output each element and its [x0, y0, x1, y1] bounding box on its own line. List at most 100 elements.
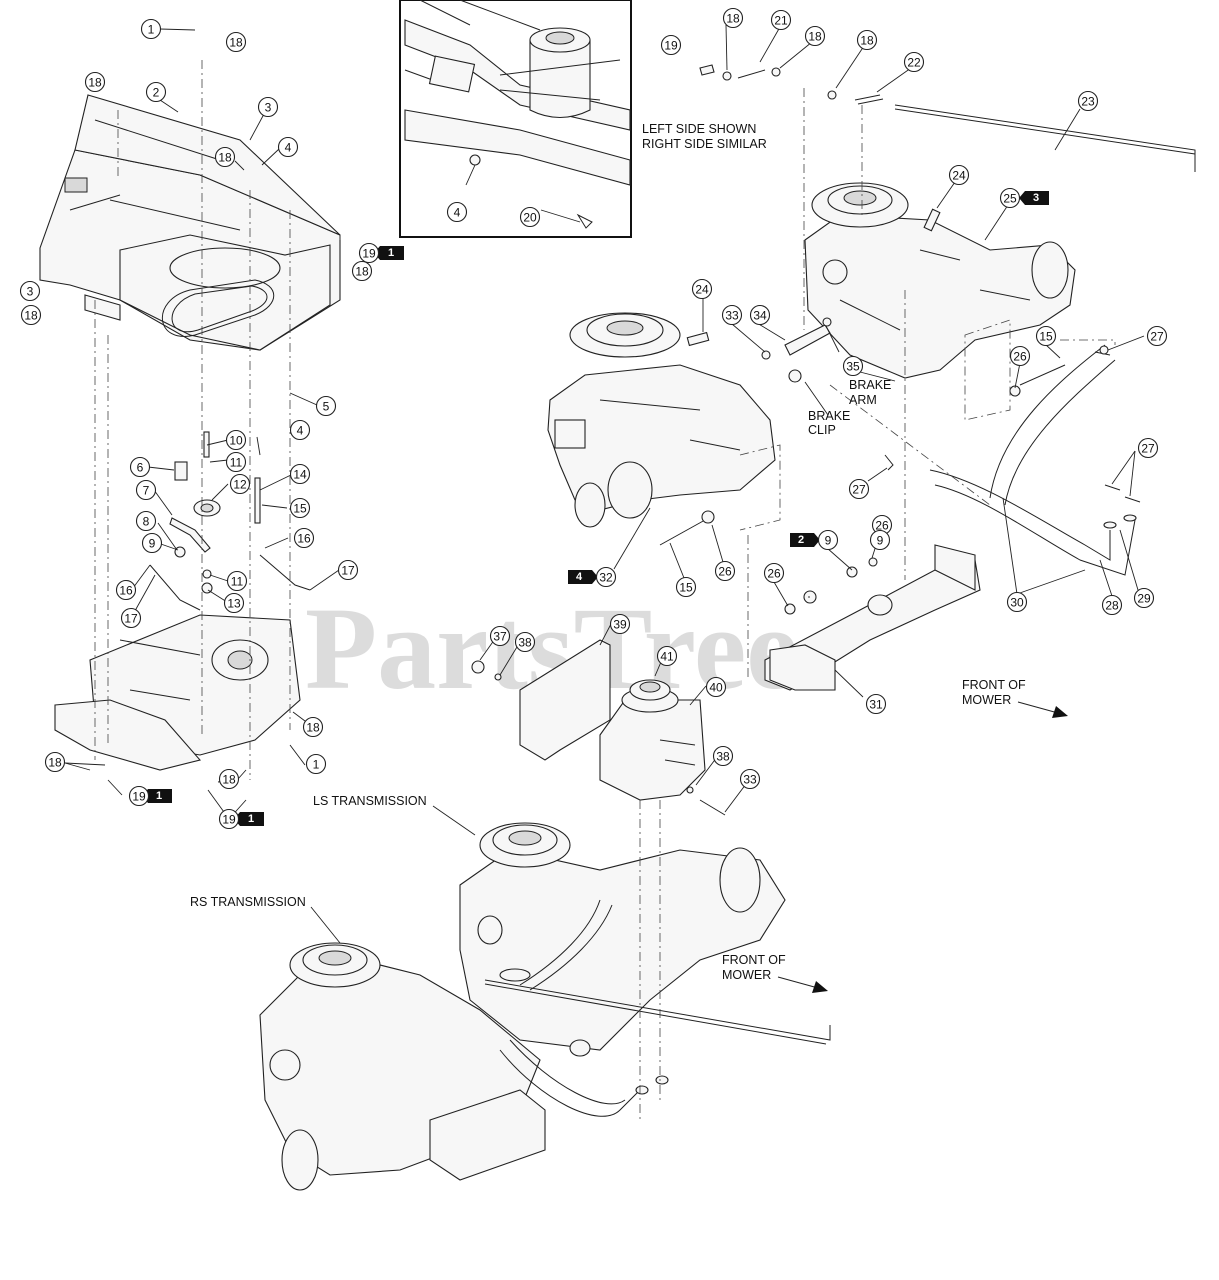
- svg-text:15: 15: [293, 502, 307, 516]
- brake-arm-label-2: ARM: [849, 393, 877, 407]
- svg-text:17: 17: [124, 612, 138, 626]
- callout-18: 18: [44, 751, 66, 773]
- callout-8: 8: [135, 510, 157, 532]
- callout-1: 1: [305, 753, 327, 775]
- svg-text:26: 26: [718, 565, 732, 579]
- callout-33: 33: [739, 768, 761, 790]
- svg-text:23: 23: [1081, 95, 1095, 109]
- flag-marker: 4: [568, 570, 598, 584]
- svg-text:18: 18: [860, 34, 874, 48]
- flag-marker: 1: [234, 812, 264, 826]
- callout-18: 18: [218, 768, 240, 790]
- left-side-shown-label: LEFT SIDE SHOWN: [642, 122, 756, 136]
- svg-text:1: 1: [388, 247, 394, 259]
- flag-marker: 2: [790, 533, 820, 547]
- svg-text:11: 11: [230, 456, 243, 470]
- svg-text:18: 18: [48, 756, 62, 770]
- callout-22: 22: [903, 51, 925, 73]
- brake-arm-label-1: BRAKE: [849, 378, 891, 392]
- svg-text:9: 9: [149, 537, 156, 551]
- svg-text:8: 8: [143, 515, 150, 529]
- callout-26: 26: [714, 560, 736, 582]
- leaders: [64, 24, 1145, 944]
- callout-18: 18: [84, 71, 106, 93]
- drive-belt: [162, 279, 275, 337]
- callout-25: 25: [999, 187, 1021, 209]
- callout-4: 4: [289, 419, 311, 441]
- svg-text:2: 2: [798, 534, 804, 546]
- front-of-mower-label-1a: FRONT OF: [962, 678, 1026, 692]
- callout-18: 18: [20, 304, 42, 326]
- svg-text:5: 5: [323, 400, 330, 414]
- flag-marker: 1: [374, 246, 404, 260]
- svg-text:29: 29: [1137, 592, 1151, 606]
- svg-text:1: 1: [156, 790, 162, 802]
- svg-text:25: 25: [1003, 192, 1017, 206]
- svg-text:19: 19: [362, 247, 376, 261]
- svg-text:24: 24: [952, 169, 966, 183]
- svg-text:33: 33: [725, 309, 739, 323]
- callout-15: 15: [675, 576, 697, 598]
- svg-text:1: 1: [148, 23, 155, 37]
- svg-text:18: 18: [808, 30, 822, 44]
- callout-38: 38: [514, 631, 536, 653]
- callout-11: 11: [225, 451, 247, 473]
- callout-18: 18: [804, 25, 826, 47]
- svg-text:13: 13: [227, 597, 241, 611]
- right-side-similar-label: RIGHT SIDE SIMILAR: [642, 137, 767, 151]
- callout-20: 20: [519, 206, 541, 228]
- callout-5: 5: [315, 395, 337, 417]
- svg-text:18: 18: [726, 12, 740, 26]
- bolts: [659, 345, 1109, 546]
- svg-text:18: 18: [355, 265, 369, 279]
- callout-18: 18: [225, 31, 247, 53]
- pump-bracket: [764, 544, 981, 691]
- callout-18: 18: [214, 146, 236, 168]
- callout-19: 19: [660, 34, 682, 56]
- svg-text:16: 16: [119, 584, 133, 598]
- front-arrow-1: [1017, 701, 1068, 718]
- svg-text:4: 4: [285, 141, 292, 155]
- callout-41: 41: [656, 645, 678, 667]
- svg-text:27: 27: [1150, 330, 1164, 344]
- callout-35: 35: [842, 355, 864, 377]
- svg-text:18: 18: [306, 721, 320, 735]
- callout-16: 16: [293, 527, 315, 549]
- svg-text:19: 19: [664, 39, 678, 53]
- callout-15: 15: [1035, 325, 1057, 347]
- callout-9: 9: [869, 529, 891, 551]
- svg-text:21: 21: [774, 14, 788, 28]
- svg-text:19: 19: [222, 813, 236, 827]
- callout-6: 6: [129, 456, 151, 478]
- callout-34: 34: [749, 304, 771, 326]
- callout-39: 39: [609, 613, 631, 635]
- callout-33: 33: [721, 304, 743, 326]
- callout-37: 37: [489, 625, 511, 647]
- svg-text:32: 32: [599, 571, 613, 585]
- callout-26: 26: [1009, 345, 1031, 367]
- flag-marker: 1: [142, 789, 172, 803]
- svg-text:28: 28: [1105, 599, 1119, 613]
- idler-parts: [149, 431, 311, 611]
- svg-text:11: 11: [231, 575, 244, 589]
- svg-text:30: 30: [1010, 596, 1024, 610]
- svg-text:33: 33: [743, 773, 757, 787]
- front-of-mower-label-2a: FRONT OF: [722, 953, 786, 967]
- svg-text:27: 27: [1141, 442, 1155, 456]
- callout-30: 30: [1006, 591, 1028, 613]
- callout-40: 40: [705, 676, 727, 698]
- callout-3: 3: [257, 96, 279, 118]
- flag-marker: 3: [1019, 191, 1049, 205]
- svg-text:9: 9: [877, 534, 884, 548]
- inset-detail: [399, 0, 632, 238]
- callout-17: 17: [120, 607, 142, 629]
- svg-text:39: 39: [613, 618, 627, 632]
- callout-21: 21: [770, 9, 792, 31]
- control-rod: [699, 64, 1196, 172]
- svg-text:26: 26: [875, 519, 889, 533]
- callout-13: 13: [223, 592, 245, 614]
- svg-text:14: 14: [293, 468, 307, 482]
- svg-text:38: 38: [518, 636, 532, 650]
- svg-text:35: 35: [846, 360, 860, 374]
